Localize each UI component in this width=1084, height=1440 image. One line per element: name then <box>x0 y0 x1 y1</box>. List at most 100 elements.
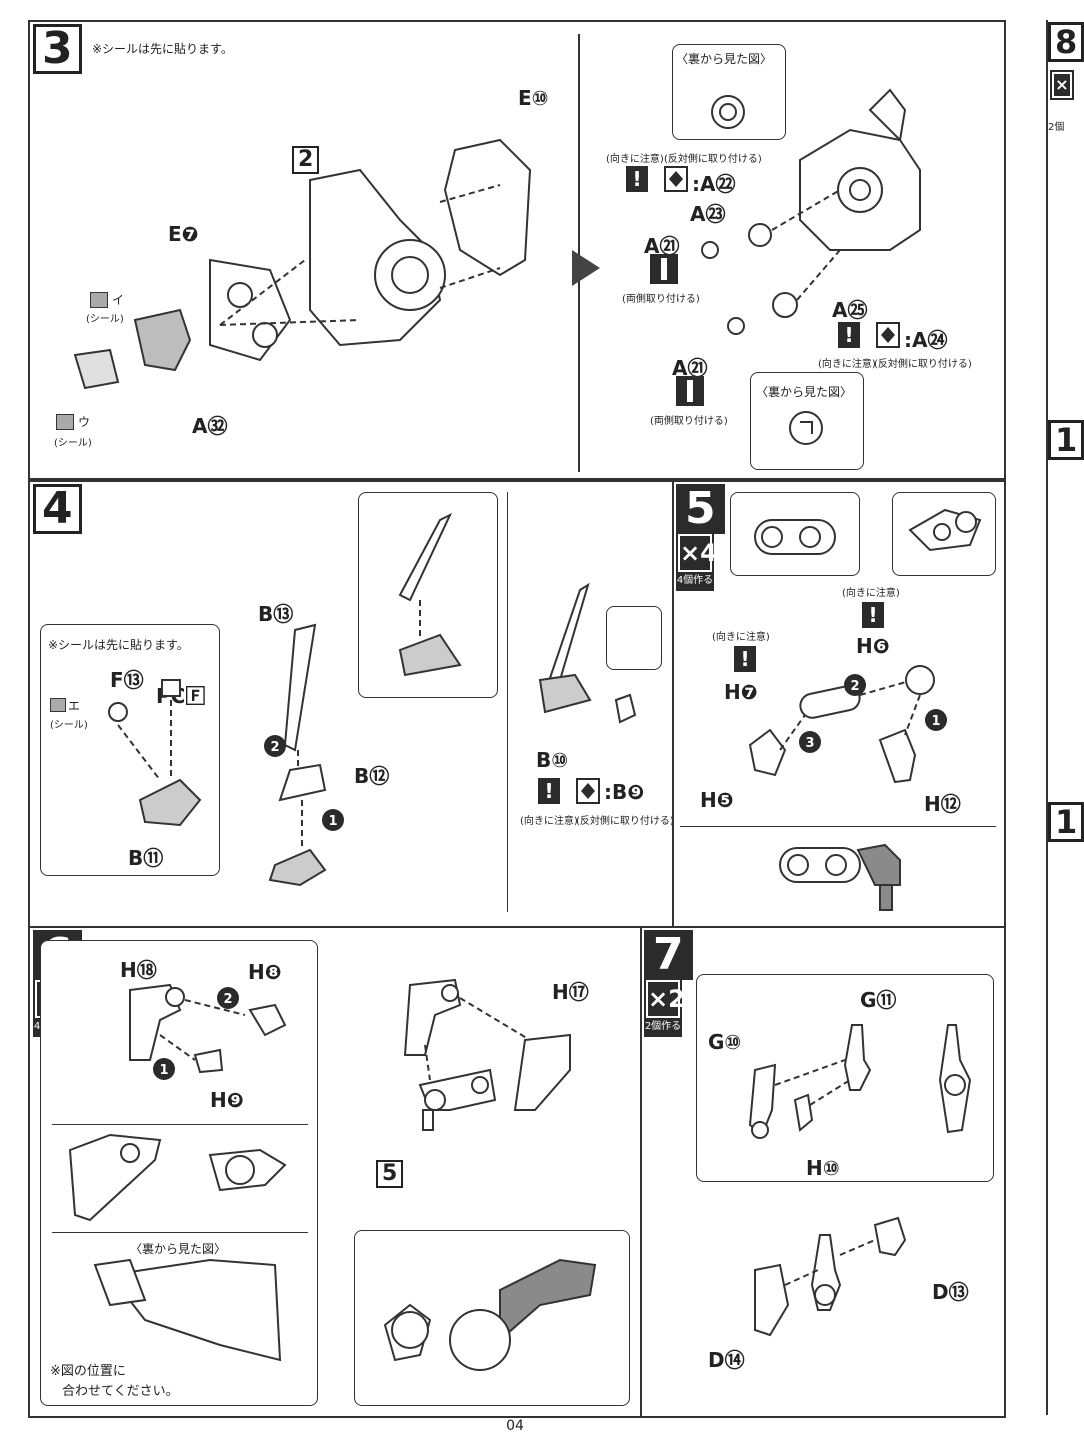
next-page-step: 1 <box>1048 420 1084 460</box>
sticker-mark: ウ <box>78 415 91 429</box>
part-label: G⑩ <box>708 1030 742 1054</box>
step3-right-illustration <box>701 88 921 335</box>
quantity: ×4 <box>678 534 717 572</box>
part-label: E⑩ <box>518 86 549 110</box>
both-sides-icon <box>676 376 704 406</box>
orient-target: :A㉒ <box>692 172 736 196</box>
part-label: H❾ <box>210 1088 244 1112</box>
divider <box>52 1232 308 1233</box>
caution-icon: ! <box>538 778 560 804</box>
reverse-side-icon <box>876 322 900 348</box>
orient-target: :B❾ <box>604 780 645 804</box>
part-label: D⑬ <box>932 1280 969 1304</box>
sticker-mark: エ <box>68 699 81 713</box>
divider <box>680 826 996 827</box>
both-sides-note: (両側取り付ける) <box>622 294 700 305</box>
sticker-label: (シール) <box>54 438 92 449</box>
part-label: A㉓ <box>690 202 726 226</box>
quantity-note: 4個作る <box>676 575 714 586</box>
part-label: H❼ <box>724 680 758 704</box>
both-sides-note: (両側取り付ける) <box>650 416 728 427</box>
next-page-edge <box>1046 20 1078 1415</box>
quantity-note: 2個作る <box>644 1021 682 1032</box>
step5-illustration: 2 3 1 <box>748 508 982 911</box>
back-view-part <box>789 411 823 445</box>
caution-icon: ! <box>862 602 884 628</box>
caution-icon: ! <box>626 166 648 192</box>
step7-illustration <box>748 1024 972 1337</box>
step6-illustration: 21 <box>68 978 597 1371</box>
position-note: ※図の位置に <box>50 1364 126 1379</box>
divider <box>507 492 508 912</box>
next-page-qty: × <box>1052 72 1072 98</box>
part-label: H⑩ <box>806 1156 840 1180</box>
sticker-icon <box>90 292 108 308</box>
svg-text:1: 1 <box>931 714 940 729</box>
step3-left-illustration <box>73 138 532 390</box>
part-label: H⑱ <box>120 958 157 982</box>
part-label: D⑭ <box>708 1348 745 1372</box>
page-number: 04 <box>506 1418 524 1434</box>
part-label: B⑪ <box>128 846 164 870</box>
part-label: E❼ <box>168 222 199 246</box>
sticker-mark: イ <box>112 293 125 307</box>
orient-note: (向きに注意) <box>520 816 578 827</box>
opposite-note: (反対側に取り付ける) <box>576 816 674 827</box>
caution-icon: ! <box>838 322 860 348</box>
part-label: A㉜ <box>192 414 228 438</box>
orient-note: (向きに注意) <box>606 154 664 165</box>
part-label: H⑰ <box>552 980 589 1004</box>
opposite-note: (反対側に取り付ける) <box>874 359 972 370</box>
reverse-side-icon <box>576 778 600 804</box>
orient-note: (向きに注意) <box>712 632 770 643</box>
quantity-badge: ×4 4個作る <box>676 532 717 591</box>
sticker-label: (シール) <box>86 314 124 325</box>
part-label: H⑫ <box>924 792 961 816</box>
next-page-step: 1 <box>1048 802 1084 842</box>
svg-text:3: 3 <box>805 736 814 751</box>
svg-text:1: 1 <box>159 1063 168 1078</box>
sticker-icon <box>56 414 74 430</box>
back-view-title: 〈裏から見た図〉 <box>676 52 773 66</box>
part-label: B⑫ <box>354 764 390 788</box>
svg-text:2: 2 <box>270 740 279 755</box>
step-number: 7 <box>644 930 693 980</box>
orient-target: :A㉔ <box>904 328 948 352</box>
quantity: ×2 <box>646 980 685 1018</box>
step-arrow <box>572 250 600 286</box>
orient-note: (向きに注意) <box>842 588 900 599</box>
svg-text:2: 2 <box>223 992 232 1007</box>
subassembly-ref: 5 <box>376 1160 404 1188</box>
position-note: 合わせてください。 <box>62 1384 179 1399</box>
subassembly-ref: 2 <box>292 146 320 174</box>
part-label: B⑬ <box>258 602 294 626</box>
back-view-part <box>711 95 745 129</box>
sticker-note: ※シールは先に貼ります。 <box>48 638 189 652</box>
caution-icon: ! <box>734 646 756 672</box>
next-page-badge: × <box>1050 70 1074 100</box>
part-label: H❽ <box>248 960 282 984</box>
quantity-badge: ×2 2個作る <box>644 978 685 1037</box>
part-label: H❻ <box>856 634 890 658</box>
back-view-title: 〈裏から見た図〉 <box>756 385 853 399</box>
both-sides-icon <box>650 254 678 284</box>
opposite-note: (反対側に取り付ける) <box>664 154 762 165</box>
part-label: B⑩ <box>536 748 569 772</box>
next-page-step: 8 <box>1048 22 1084 62</box>
part-label: A㉕ <box>832 298 868 322</box>
sticker-detail-box <box>40 624 220 876</box>
svg-text:2: 2 <box>850 679 859 694</box>
divider <box>52 1124 308 1125</box>
orient-note: (向きに注意) <box>818 359 876 370</box>
step-number: 3 <box>33 24 82 74</box>
sticker-label: (シール) <box>50 720 88 731</box>
part-label: H❺ <box>700 788 734 812</box>
next-page-note: 2個 <box>1048 122 1065 133</box>
step-number: 4 <box>33 484 82 534</box>
svg-text:1: 1 <box>328 814 337 829</box>
detail-box <box>606 606 662 670</box>
back-view-title: 〈裏から見た図〉 <box>130 1242 227 1256</box>
part-label: G⑪ <box>860 988 897 1012</box>
step-number: 5 <box>676 484 725 534</box>
part-label: F⑬ <box>110 668 144 692</box>
